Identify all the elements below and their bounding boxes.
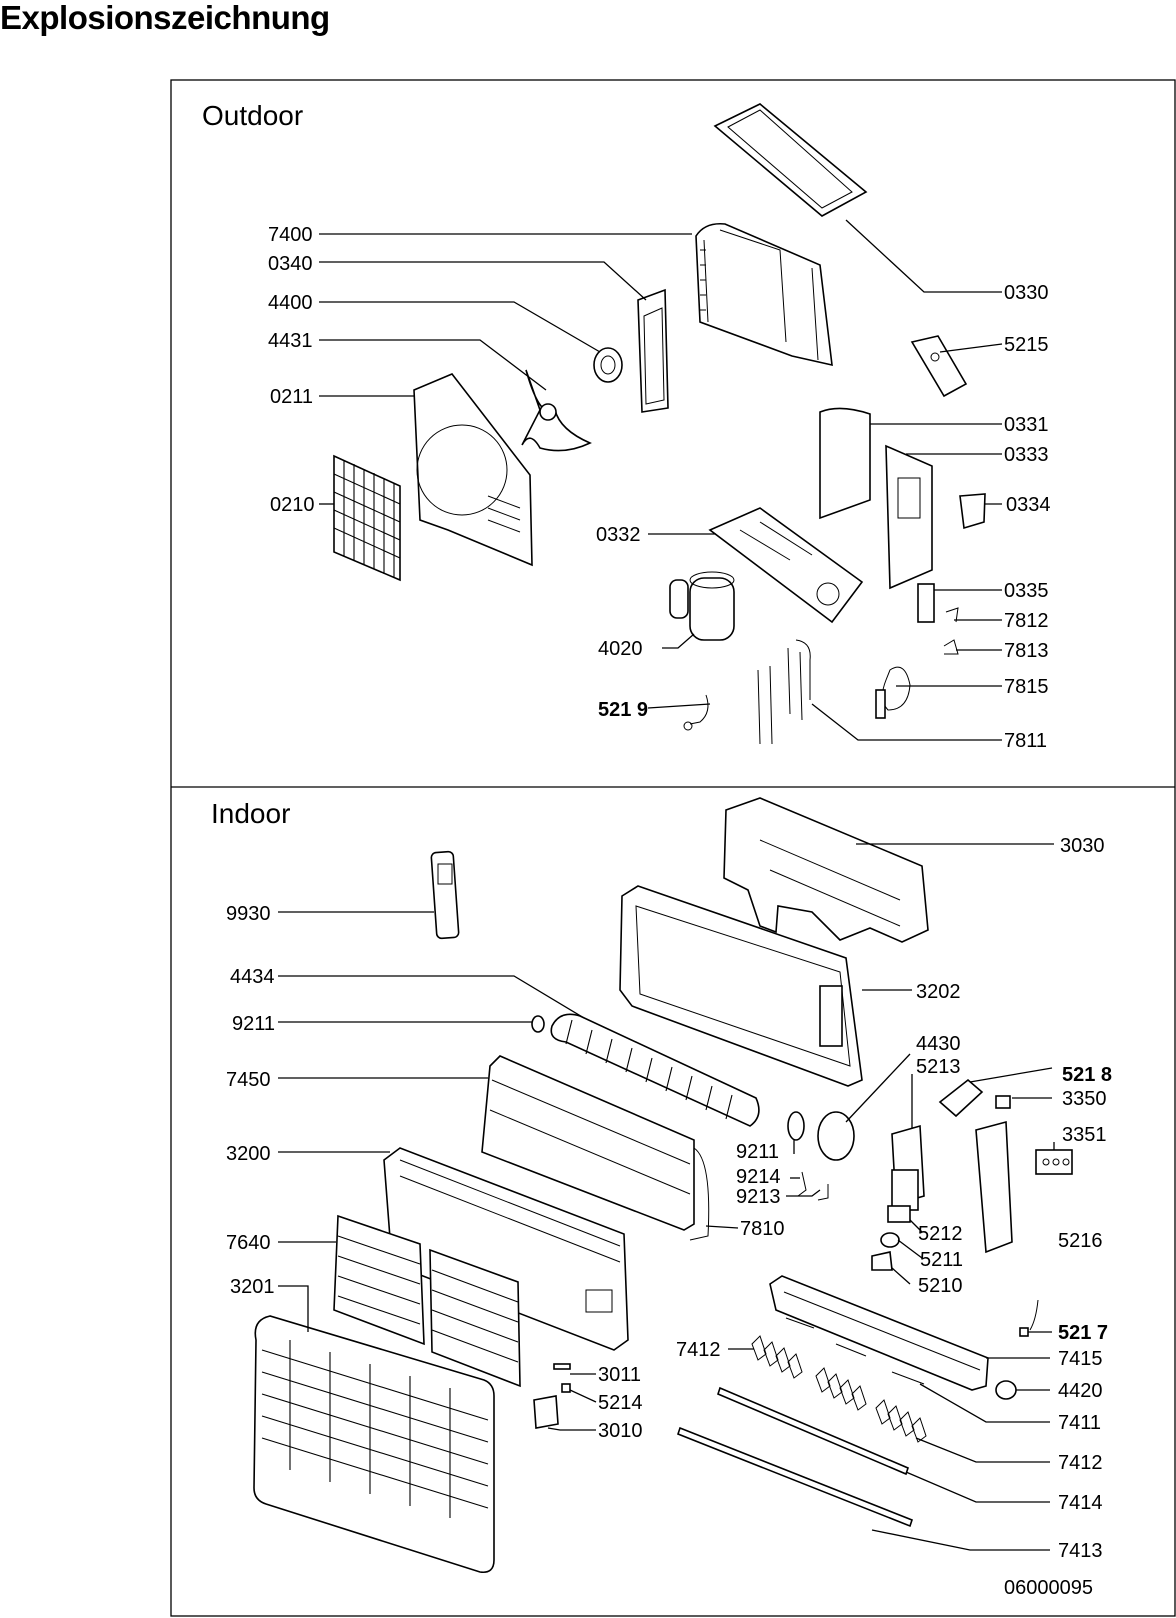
part-label: 3010	[598, 1420, 643, 1442]
drawing-number: 06000095	[1004, 1577, 1093, 1599]
part-label: 5210	[918, 1275, 963, 1297]
part-label: 0331	[1004, 414, 1049, 436]
part-label: 3030	[1060, 835, 1105, 857]
part-label: 3011	[598, 1364, 641, 1386]
indoor-part-labels: 3030 9930 4434 3202 9211 4430 5213 521 8…	[226, 835, 1112, 1562]
part-label: 0334	[1006, 494, 1051, 516]
part-label: 3350	[1062, 1088, 1107, 1110]
outdoor-part-labels: 7400 0340 4400 4431 0211 0210 0330 5215 …	[268, 224, 1051, 752]
part-label: 9211	[736, 1141, 779, 1163]
part-label: 7815	[1004, 676, 1049, 698]
part-label: 521 9	[598, 699, 648, 721]
part-label: 7414	[1058, 1492, 1103, 1514]
part-label: 3202	[916, 981, 961, 1003]
part-label: 7450	[226, 1069, 271, 1091]
part-label: 5213	[916, 1056, 961, 1078]
part-label: 5214	[598, 1392, 643, 1414]
part-label: 0332	[596, 524, 641, 546]
part-label: 5215	[1004, 334, 1049, 356]
part-label: 4431	[268, 330, 313, 352]
part-label: 5212	[918, 1223, 963, 1245]
part-label: 521 7	[1058, 1322, 1108, 1344]
leader-lines	[278, 219, 1055, 1551]
part-label: 7412	[676, 1339, 721, 1361]
part-label: 3200	[226, 1143, 271, 1165]
part-label: 0211	[270, 386, 313, 408]
part-label: 4400	[268, 292, 313, 314]
part-label: 9214	[736, 1166, 781, 1188]
part-label: 7400	[268, 224, 313, 246]
part-label: 7415	[1058, 1348, 1103, 1370]
part-label: 5216	[1058, 1230, 1103, 1252]
part-label: 3201	[230, 1276, 275, 1298]
indoor-section-label: Indoor	[211, 798, 290, 829]
part-label: 4430	[916, 1033, 961, 1055]
part-label: 0333	[1004, 444, 1049, 466]
part-label: 0335	[1004, 580, 1049, 602]
outdoor-section-label: Outdoor	[202, 100, 303, 131]
part-label: 5211	[920, 1249, 963, 1271]
part-label: 3351	[1062, 1124, 1107, 1146]
part-label: 7813	[1004, 640, 1049, 662]
indoor-drawings	[253, 797, 1073, 1574]
part-label: 7411	[1058, 1412, 1101, 1434]
part-label: 9211	[232, 1013, 275, 1035]
part-label: 7811	[1004, 730, 1047, 752]
part-label: 4434	[230, 966, 275, 988]
part-label: 7413	[1058, 1540, 1103, 1562]
part-label: 0210	[270, 494, 315, 516]
diagram-frame	[170, 79, 1176, 1617]
part-label: 9213	[736, 1186, 781, 1208]
part-label: 521 8	[1062, 1064, 1112, 1086]
part-label: 7640	[226, 1232, 271, 1254]
outdoor-drawings	[333, 103, 986, 745]
part-label: 4020	[598, 638, 643, 660]
part-label: 0330	[1004, 282, 1049, 304]
part-label: 7810	[740, 1218, 785, 1240]
part-label: 0340	[268, 253, 313, 275]
part-label: 7412	[1058, 1452, 1103, 1474]
part-label: 4420	[1058, 1380, 1103, 1402]
part-label: 9930	[226, 903, 271, 925]
part-label: 7812	[1004, 610, 1049, 632]
page-title: Explosionszeichnung	[0, 0, 330, 36]
